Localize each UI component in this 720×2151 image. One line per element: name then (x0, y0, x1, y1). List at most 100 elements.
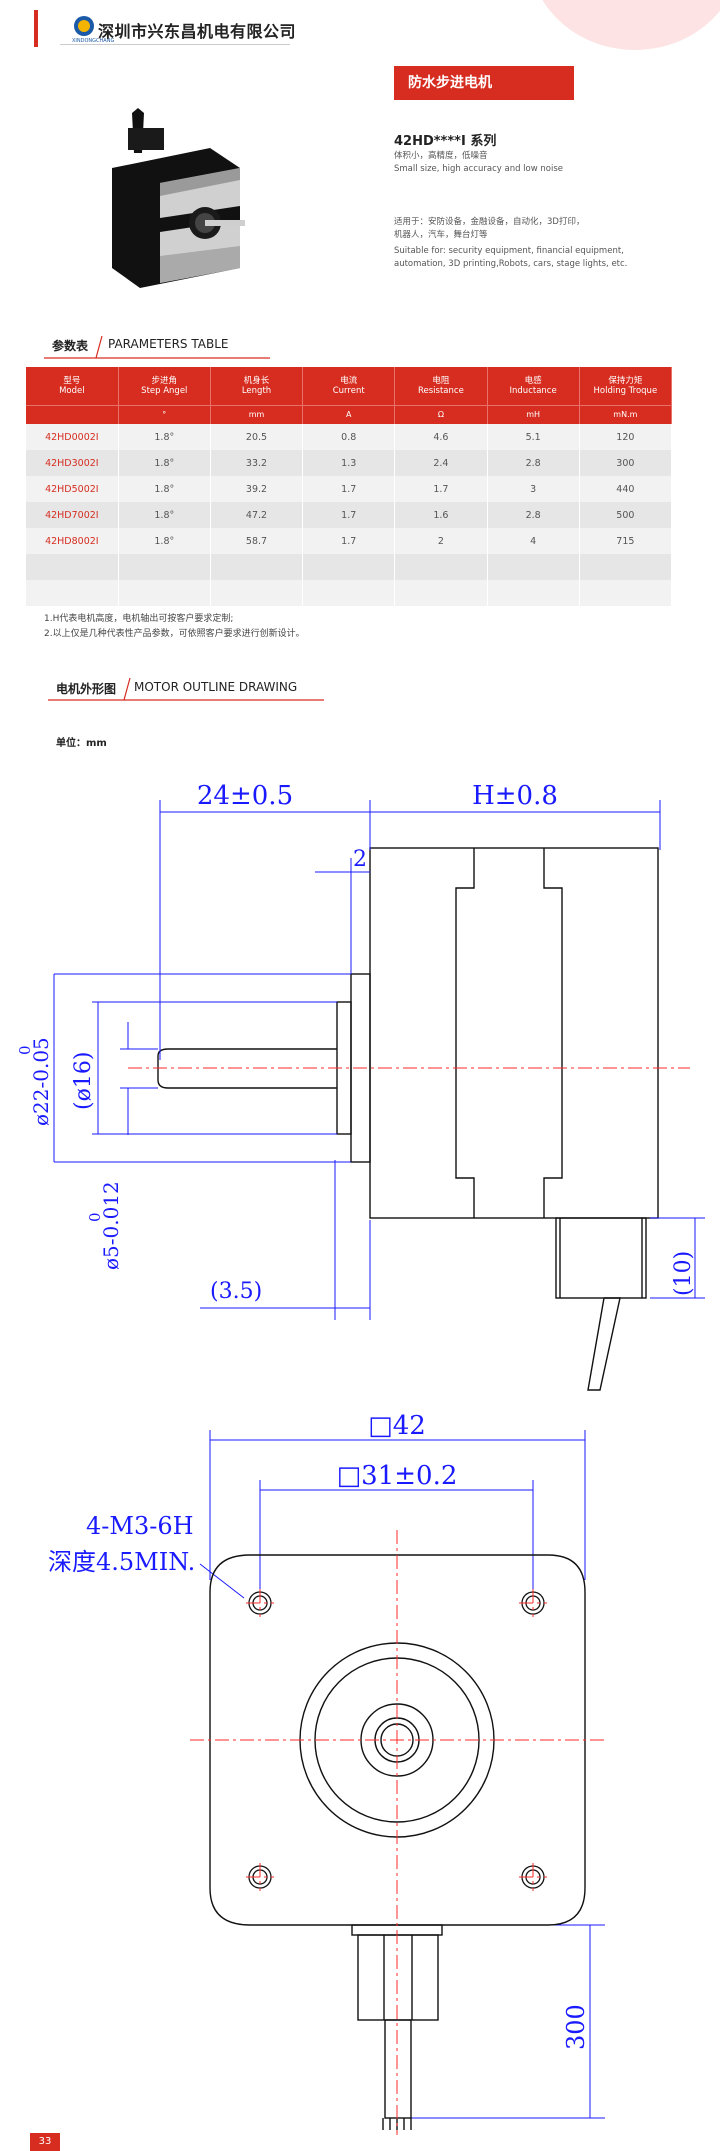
hole-depth: 深度4.5MIN. (48, 1548, 195, 1576)
table-cell: 58.7 (210, 528, 304, 554)
dim-5-sup: 0 (86, 1212, 104, 1222)
unit-resistance: Ω (394, 405, 488, 424)
params-heading-underline (44, 335, 270, 359)
table-cell: 42HD0002I (26, 424, 119, 450)
motor-product-image (112, 108, 245, 288)
table-cell: 0.8 (302, 424, 396, 450)
unit-model (26, 405, 119, 424)
table-cell: 42HD8002I (26, 528, 119, 554)
drawing-unit: 单位：mm (56, 738, 107, 749)
dim-16: (ø16) (71, 1052, 96, 1110)
table-cell: 300 (579, 450, 673, 476)
table-cell: 2.8 (487, 502, 580, 528)
apps-en-1: Suitable for: security equipment, financ… (394, 246, 624, 256)
table-cell: 2.8 (487, 450, 580, 476)
unit-holding-torque: mN.m (579, 405, 673, 424)
table-cell (487, 554, 580, 580)
note-2: 2.以上仅是几种代表性产品参数，可依照客户要求进行创新设计。 (44, 629, 305, 639)
table-cell: 2 (394, 528, 488, 554)
table-cell: 20.5 (210, 424, 304, 450)
table-cell: 33.2 (210, 450, 304, 476)
table-cell: 1.8° (118, 450, 211, 476)
drawing-title-en: MOTOR OUTLINE DRAWING (134, 680, 298, 694)
front-view-drawing: □42 □31±0.2 4-M3-6H 深度4.5MIN. 300 (48, 1411, 605, 2135)
dim-300: 300 (562, 2004, 590, 2050)
table-cell: 42HD5002I (26, 476, 119, 502)
table-cell: 5.1 (487, 424, 580, 450)
dim-22-sup: 0 (16, 1045, 34, 1055)
dim-5: ø5-0.012 (99, 1181, 123, 1270)
table-cell: 715 (579, 528, 673, 554)
table-cell: 1.8° (118, 476, 211, 502)
table-cell: 500 (579, 502, 673, 528)
header-accent-bar (34, 10, 38, 47)
table-cell: 47.2 (210, 502, 304, 528)
table-notes: 1.H代表电机高度，电机轴出可按客户要求定制; 2.以上仅是几种代表性产品参数，… (44, 612, 305, 642)
table-cell: 1.8° (118, 502, 211, 528)
corner-decoration (530, 0, 720, 50)
table-cell: 3 (487, 476, 580, 502)
table-cell: 42HD3002I (26, 450, 119, 476)
side-view-drawing: 24±0.5 H±0.8 2 ø22-0.05 0 (ø16) ø5-0.012… (16, 781, 705, 1391)
table-cell (394, 554, 488, 580)
table-cell: 120 (579, 424, 673, 450)
params-title-cn: 参数表 (52, 339, 89, 353)
header-divider (60, 44, 290, 45)
table-cell: 1.6 (394, 502, 488, 528)
drawing-title-cn: 电机外形图 (56, 682, 117, 696)
dim-42: □42 (368, 1411, 426, 1441)
product-badge: 防水步进电机 (394, 66, 574, 100)
table-cell (579, 580, 673, 606)
table-cell: 4 (487, 528, 580, 554)
table-cell (118, 580, 211, 606)
table-cell (210, 580, 304, 606)
table-cell: 39.2 (210, 476, 304, 502)
unit-step-angle: ° (118, 405, 211, 424)
table-cell: 4.6 (394, 424, 488, 450)
table-cell (579, 554, 673, 580)
series-title: 42HD****I 系列 (394, 134, 497, 149)
apps-cn-1: 适用于：安防设备，金融设备，自动化，3D打印， (394, 217, 585, 227)
apps-cn-2: 机器人，汽车，舞台灯等 (394, 230, 488, 240)
dim-3-5: (3.5) (210, 1279, 262, 1304)
hole-spec: 4-M3-6H (86, 1512, 194, 1540)
table-cell (26, 580, 119, 606)
dim-2: 2 (353, 847, 367, 872)
dim-22: ø22-0.05 (29, 1037, 53, 1126)
dim-24: 24±0.5 (197, 781, 293, 811)
table-cell (302, 580, 396, 606)
table-cell: 2.4 (394, 450, 488, 476)
desc-cn: 体积小，高精度，低噪音 (394, 151, 488, 161)
params-title-en: PARAMETERS TABLE (108, 337, 229, 351)
table-cell: 1.7 (394, 476, 488, 502)
table-cell (487, 580, 580, 606)
table-cell (26, 554, 119, 580)
dim-31: □31±0.2 (337, 1461, 458, 1491)
table-cell: 1.7 (302, 476, 396, 502)
note-1: 1.H代表电机高度，电机轴出可按客户要求定制; (44, 614, 234, 624)
table-cell: 1.7 (302, 528, 396, 554)
page-number: 33 (30, 2133, 60, 2151)
logo-subtitle: XINDONGCHANG (72, 38, 115, 44)
drawing-heading-underline (48, 677, 324, 701)
table-cell: 1.8° (118, 528, 211, 554)
table-row (26, 554, 673, 580)
table-cell (210, 554, 304, 580)
unit-length: mm (210, 405, 304, 424)
desc-en: Small size, high accuracy and low noise (394, 164, 563, 174)
unit-current: A (302, 405, 396, 424)
dim-10: (10) (671, 1251, 696, 1296)
table-cell: 1.3 (302, 450, 396, 476)
apps-en-2: automation, 3D printing,Robots, cars, st… (394, 259, 628, 269)
table-row (26, 580, 673, 606)
